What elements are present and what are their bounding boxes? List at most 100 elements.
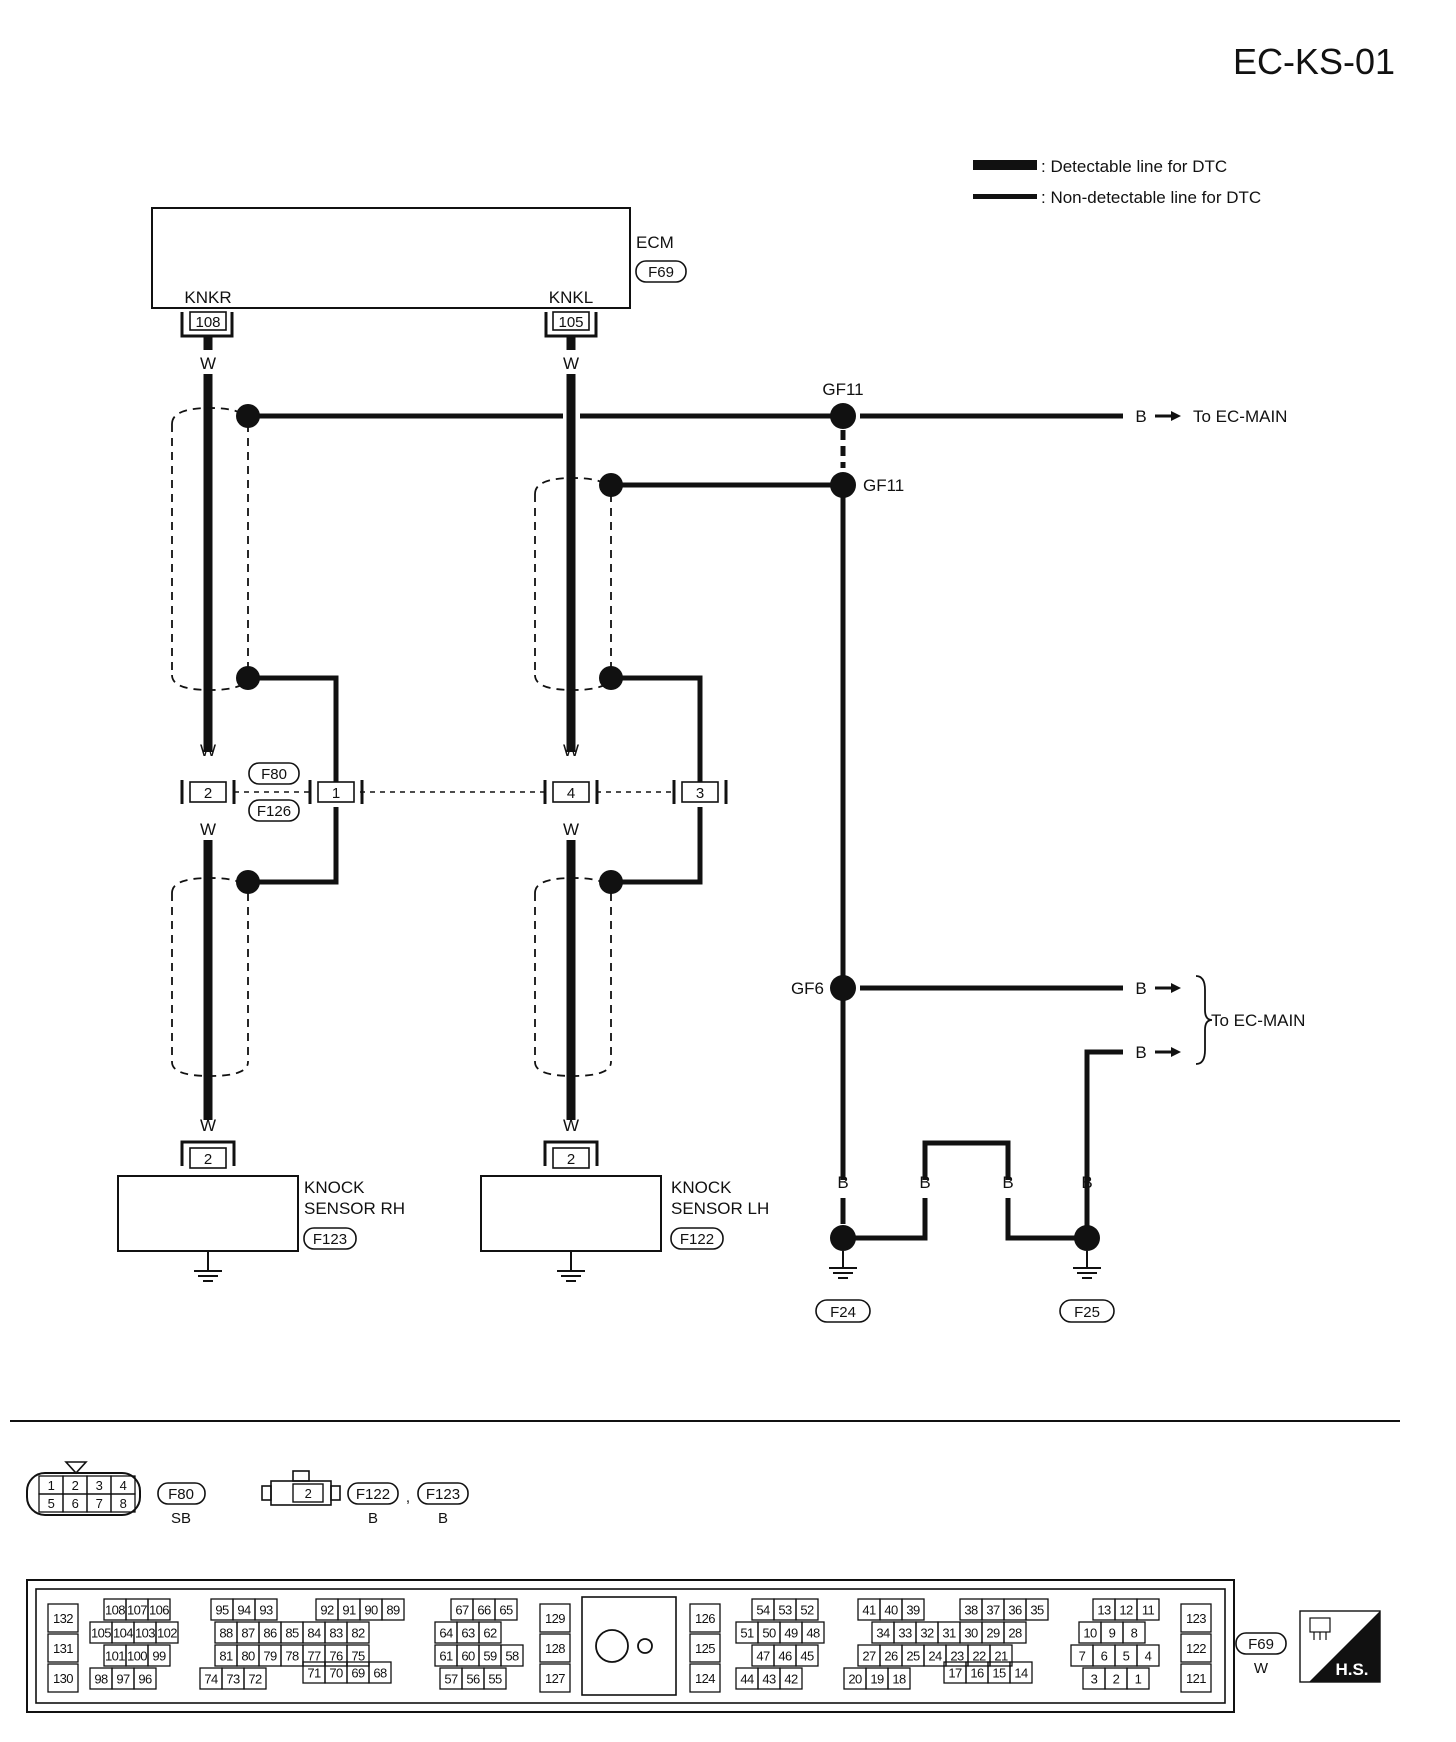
f69-pin: 10 — [1083, 1626, 1097, 1641]
f69-cell — [47, 1603, 79, 1633]
connector-f80-tag — [248, 762, 300, 785]
wire-color-b: B — [1002, 1173, 1013, 1192]
f69-id: F69 — [1248, 1636, 1274, 1653]
f69-pin: 1 — [1135, 1672, 1142, 1687]
connector-f80-id: F80 — [261, 766, 287, 783]
f69-cell — [539, 1603, 571, 1633]
f69-pin: 20 — [848, 1672, 862, 1687]
f122-color: B — [368, 1510, 378, 1527]
f69-pin: 100 — [127, 1649, 147, 1664]
sensor-lh-name-line2: SENSOR LH — [671, 1199, 769, 1218]
f69-pin: 31 — [942, 1626, 956, 1641]
shield-splices — [236, 404, 623, 894]
joint-pin-3-label: 3 — [696, 785, 704, 802]
f69-cell — [689, 1633, 721, 1663]
brace-icon — [1195, 975, 1213, 1065]
f69-pin: 81 — [219, 1649, 233, 1664]
ground-f25-tag — [1059, 1299, 1115, 1323]
f69-cell — [155, 1621, 179, 1644]
f80-pin: 1 — [48, 1478, 55, 1493]
f69-cell — [47, 1663, 79, 1693]
f69-pin: 108 — [105, 1603, 125, 1618]
f69-pin: 53 — [778, 1603, 792, 1618]
splice-gf11-top — [830, 403, 856, 429]
f69-pin: 83 — [329, 1626, 343, 1641]
ground-labels: GF11 GF11 GF6 B B B B — [791, 380, 1093, 1192]
f69-pin: 36 — [1008, 1603, 1022, 1618]
ground-splices — [830, 403, 1100, 1251]
f69-cell — [368, 1661, 392, 1684]
wire-color-w: W — [563, 741, 579, 760]
f69-cell — [133, 1667, 157, 1690]
label-gf6: GF6 — [791, 979, 824, 998]
to-ec-main-label: To EC-MAIN — [1193, 407, 1287, 426]
f69-cell — [147, 1644, 171, 1667]
ground-icon — [1073, 1251, 1101, 1279]
f69-cell — [989, 1644, 1013, 1667]
f80-pin: 2 — [72, 1478, 79, 1493]
f69-pin: 73 — [226, 1672, 240, 1687]
f69-cell — [47, 1633, 79, 1663]
f80-pin: 5 — [48, 1496, 55, 1511]
f69-cell — [887, 1667, 911, 1690]
f80-pin: 4 — [120, 1478, 127, 1493]
f69-pin: 7 — [1079, 1649, 1086, 1664]
shield-wires — [248, 413, 843, 885]
f69-pin: 84 — [307, 1626, 321, 1641]
ecm-knkl-label: KNKL — [549, 288, 593, 307]
f69-pin: 87 — [241, 1626, 255, 1641]
f69-cell — [689, 1663, 721, 1693]
f69-pin: 130 — [53, 1671, 73, 1686]
f69-cell — [1126, 1667, 1150, 1690]
to-ec-main-label: To EC-MAIN — [1211, 1011, 1305, 1030]
f69-pin: 22 — [972, 1649, 986, 1664]
f69-pin: 43 — [762, 1672, 776, 1687]
f69-pin: 42 — [784, 1672, 798, 1687]
splice-dot — [236, 666, 260, 690]
sensor-conn-pin: 2 — [305, 1486, 312, 1501]
f69-pin: 19 — [870, 1672, 884, 1687]
f69-pin: 13 — [1097, 1603, 1111, 1618]
sensor-lh-name-line1: KNOCK — [671, 1178, 732, 1197]
wire-color-w: W — [563, 1116, 579, 1135]
ground-icon — [194, 1251, 222, 1282]
f69-cell — [346, 1644, 370, 1667]
shield-rh-link — [248, 675, 339, 885]
knock-sensor-rh: 2 KNOCK SENSOR RH F123 — [117, 1140, 405, 1282]
joint-pin-1 — [317, 781, 355, 803]
f69-pin: 2 — [1113, 1672, 1120, 1687]
f69-pin: 30 — [964, 1626, 978, 1641]
ecm-terminal-108-pin: 108 — [195, 314, 220, 331]
ground-icon — [829, 1251, 857, 1279]
f69-tag — [1235, 1632, 1287, 1655]
f69-pin: 12 — [1119, 1603, 1133, 1618]
f69-pin: 57 — [444, 1672, 458, 1687]
legend-non-detectable-swatch — [973, 194, 1037, 199]
f69-pin: 40 — [884, 1603, 898, 1618]
f80-id: F80 — [168, 1486, 194, 1503]
wire-color-b: B — [837, 1173, 848, 1192]
sensor-lh-pin-box — [552, 1147, 590, 1169]
sensor-rh-connector-id: F123 — [313, 1231, 347, 1248]
f122-id: F122 — [356, 1486, 390, 1503]
f69-cell — [795, 1644, 819, 1667]
f69-pin: 75 — [351, 1649, 365, 1664]
sensor-conn-latch-icon — [292, 1470, 310, 1482]
f69-pin: 96 — [138, 1672, 152, 1687]
f80-pin: 3 — [96, 1478, 103, 1493]
f69-pin: 17 — [948, 1666, 962, 1681]
f69-pin: 32 — [920, 1626, 934, 1641]
f69-pin: 101 — [105, 1649, 125, 1664]
shield-lh-lower — [534, 877, 612, 1077]
sensor-rh-name-line1: KNOCK — [304, 1178, 365, 1197]
f69-pin: 125 — [695, 1641, 715, 1656]
id-separator: , — [406, 1489, 410, 1506]
f69-cell — [1136, 1644, 1160, 1667]
hs-badge-shade — [1309, 1611, 1380, 1682]
connector-f126-tag — [248, 799, 300, 822]
joint-connector: F80 F126 2 1 4 3 — [180, 762, 728, 822]
f69-pin: 103 — [135, 1626, 155, 1641]
f69-pin: 102 — [157, 1626, 177, 1641]
f69-pin: 107 — [127, 1603, 147, 1618]
